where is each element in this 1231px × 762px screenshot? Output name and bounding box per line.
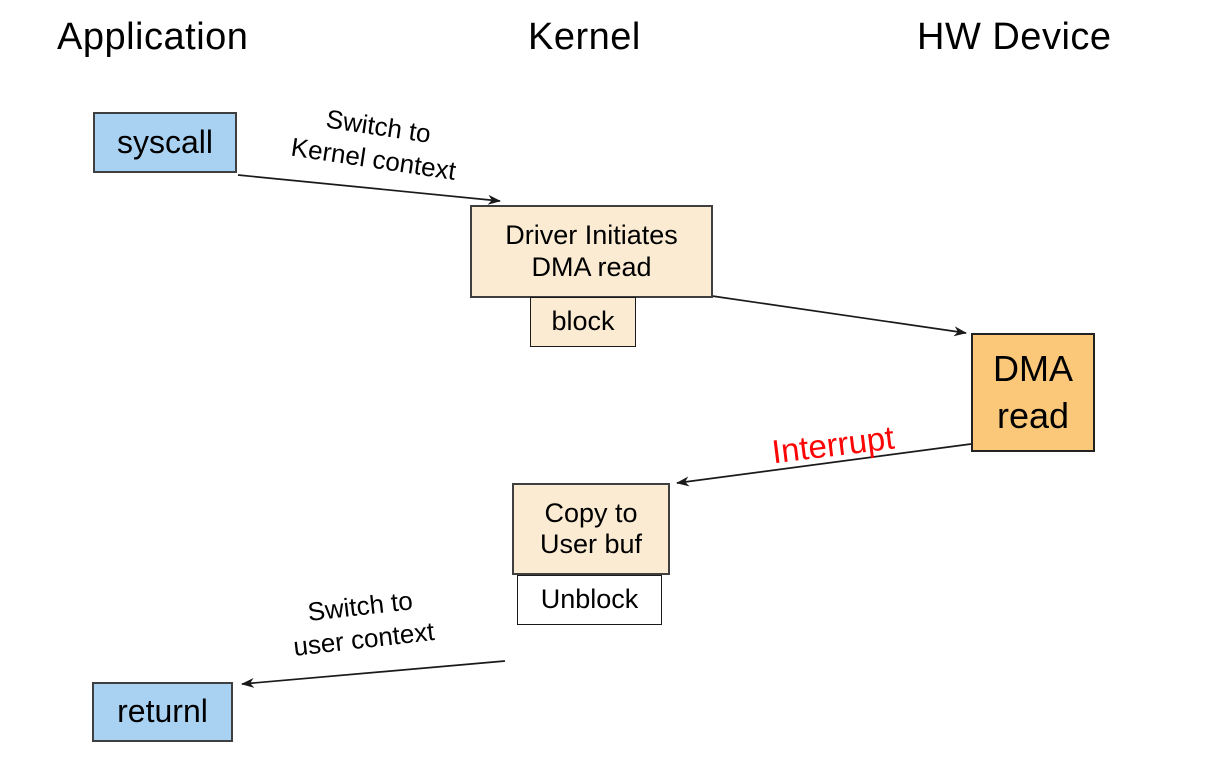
arrow-driver-to-dma (711, 295, 967, 337)
edge-label-interrupt: Interrupt (769, 418, 897, 471)
node-dma-label-line2: read (996, 394, 1070, 436)
node-copy-label-line1: Copy to (544, 497, 638, 528)
arrow-unblock-to-return (241, 660, 506, 688)
node-dma-read: DMA read (971, 333, 1095, 452)
edge-label-switch-to-user-context: Switch to user context (249, 578, 475, 667)
node-block: block (530, 297, 636, 347)
node-driver-label-line1: Driver Initiates (505, 220, 678, 251)
column-header-application: Application (57, 16, 249, 58)
node-dma-label-line1: DMA (993, 347, 1073, 389)
node-driver-label-line2: DMA read (531, 251, 652, 282)
node-unblock-label: Unblock (540, 584, 639, 615)
node-syscall: syscall (93, 112, 237, 173)
node-unblock: Unblock (517, 575, 662, 625)
node-block-label: block (551, 306, 615, 337)
edge-label-switch-to-kernel-context: Switch to Kernel context (262, 94, 489, 191)
node-copy-label-line2: User buf (539, 529, 643, 559)
column-header-kernel: Kernel (528, 16, 641, 58)
column-header-hw-device: HW Device (917, 16, 1112, 58)
node-return-label: returnl (117, 693, 208, 730)
node-copy-to-user-buf: Copy to User buf (512, 483, 670, 575)
node-return: returnl (92, 682, 233, 742)
node-syscall-label: syscall (116, 123, 213, 160)
node-driver-initiates-dma-read: Driver Initiates DMA read (470, 205, 713, 298)
